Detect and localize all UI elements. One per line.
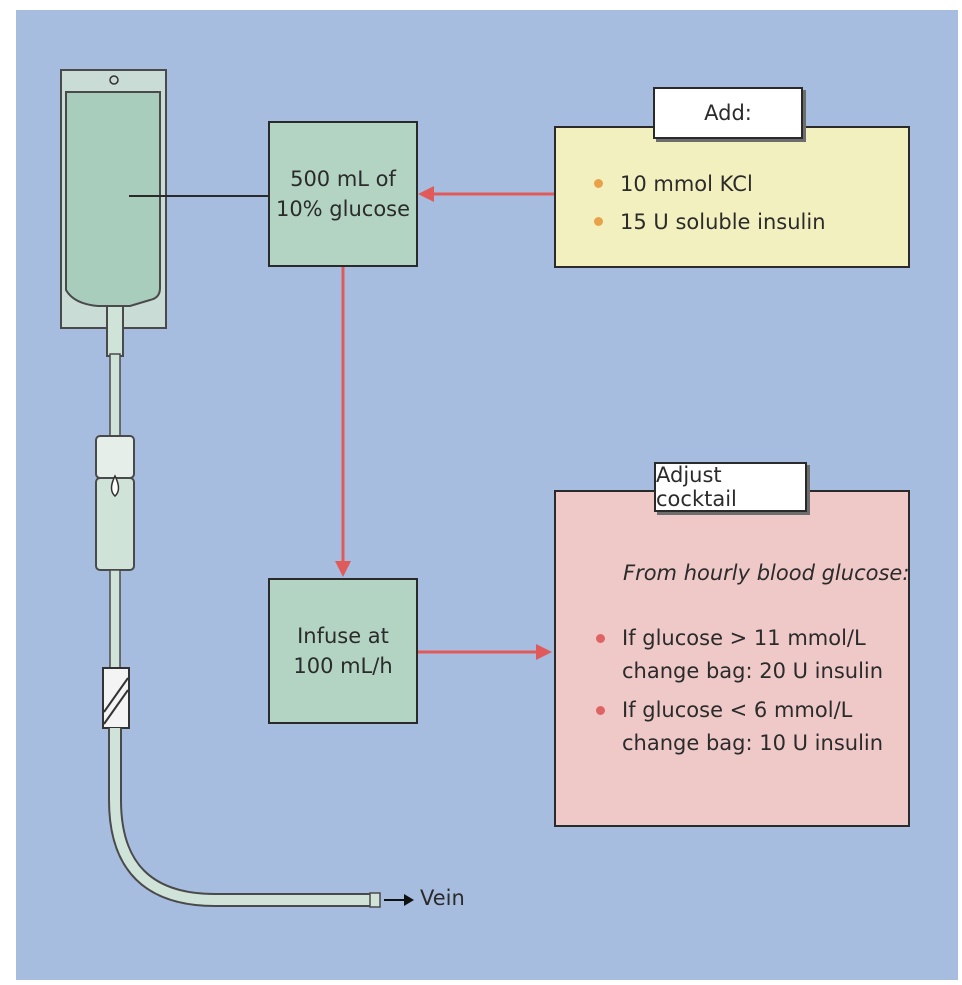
add-items-list: 10 mmol KCl 15 U soluble insulin [594,165,826,241]
arrow-glucose-to-infuse [335,266,351,577]
iv-bag [61,70,166,328]
bullet-icon [596,706,605,715]
rule-action: change bag: 20 U insulin [622,655,883,688]
roller-clamp [103,668,129,728]
adjust-panel-tag: Adjust cocktail [654,462,807,512]
drip-chamber [96,436,134,570]
rule-action: change bag: 10 U insulin [622,727,883,760]
tube-middle [110,570,120,670]
add-item: 10 mmol KCl [594,165,826,203]
infuse-box-line2: 100 mL/h [293,651,392,681]
adjust-rule: If glucose > 11 mmol/L change bag: 20 U … [596,622,883,688]
glucose-box-line1: 500 mL of [290,164,396,194]
add-item-text: 15 U soluble insulin [620,210,826,234]
arrow-infuse-to-adjust [418,644,552,660]
bullet-icon [594,217,603,226]
add-item-text: 10 mmol KCl [620,172,753,196]
glucose-box: 500 mL of 10% glucose [268,121,418,267]
tube-lower [115,728,372,900]
rule-condition: If glucose < 6 mmol/L [622,694,883,727]
rule-condition: If glucose > 11 mmol/L [622,622,883,655]
tube-upper [110,354,120,436]
adjust-rule: If glucose < 6 mmol/L change bag: 10 U i… [596,694,883,760]
arrow-add-to-glucose [418,186,556,202]
bullet-icon [594,179,603,188]
adjust-intro: From hourly blood glucose: [623,561,909,585]
bullet-icon [596,634,605,643]
add-panel-tag: Add: [653,87,803,139]
tube-tip [370,893,380,907]
infuse-box: Infuse at 100 mL/h [268,578,418,724]
vein-label: Vein [420,886,465,910]
bag-neck [107,306,123,356]
add-item: 15 U soluble insulin [594,203,826,241]
glucose-box-line2: 10% glucose [276,194,410,224]
adjust-rules-list: If glucose > 11 mmol/L change bag: 20 U … [596,622,883,760]
infuse-box-line1: Infuse at [297,621,389,651]
